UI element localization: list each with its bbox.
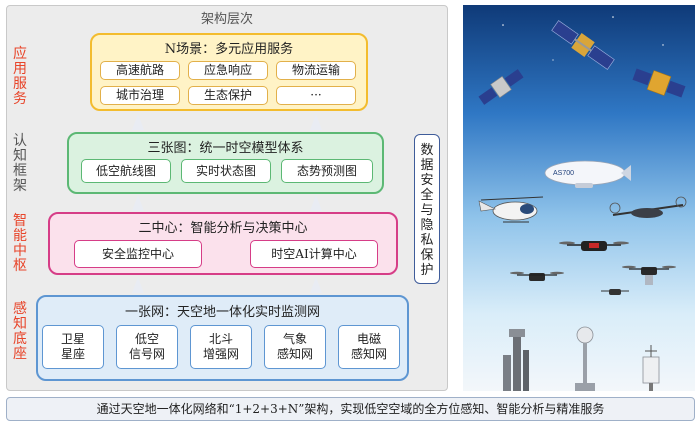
security-char: 私 bbox=[420, 232, 434, 248]
drone-icon bbox=[510, 271, 564, 281]
security-char: 与 bbox=[420, 202, 434, 218]
network-label: 感知网 bbox=[350, 347, 387, 361]
layer-cognition: 三张图：统一时空模型体系 低空航线图 实时状态图 态势预测图 bbox=[67, 132, 384, 194]
sky-scene-image: AS700 bbox=[463, 5, 695, 391]
side-label-hub: 智能中枢 bbox=[12, 214, 28, 274]
security-char: 据 bbox=[420, 157, 434, 173]
airship-icon: AS700 bbox=[544, 160, 631, 188]
scenario-box: 生态保护 bbox=[188, 86, 268, 105]
security-char: 安 bbox=[420, 172, 434, 188]
drone-icon bbox=[559, 241, 629, 251]
evtol-icon bbox=[609, 196, 687, 218]
map-box: 态势预测图 bbox=[281, 159, 373, 183]
network-label: 感知网 bbox=[276, 347, 313, 361]
panel-title: 架构层次 bbox=[200, 12, 253, 27]
network-label: 北斗 bbox=[208, 332, 233, 346]
side-label-app: 应用服务 bbox=[12, 47, 28, 107]
network-box: 电磁 感知网 bbox=[338, 325, 400, 369]
satellite-icon bbox=[632, 68, 686, 98]
helicopter-icon bbox=[478, 196, 544, 223]
map-box: 低空航线图 bbox=[81, 159, 171, 183]
network-label: 电磁 bbox=[356, 332, 381, 346]
side-label-text: 认知框架 bbox=[13, 133, 27, 194]
up-arrow-icon bbox=[132, 195, 144, 211]
security-char: 数 bbox=[420, 142, 434, 158]
network-box: 卫星 星座 bbox=[42, 325, 104, 369]
satellite-icon bbox=[551, 20, 615, 70]
network-label: 信号网 bbox=[128, 347, 165, 361]
scenario-box: ··· bbox=[276, 86, 356, 105]
center-box: 时空AI计算中心 bbox=[250, 240, 378, 268]
caption-bar: 通过天空地一体化网络和“1+2+3+N”架构，实现低空空域的全方位感知、智能分析… bbox=[6, 397, 695, 421]
network-box: 北斗 增强网 bbox=[190, 325, 252, 369]
layer-title: 三张图：统一时空模型体系 bbox=[147, 141, 304, 156]
layer-title: 一张网：天空地一体化实时监测网 bbox=[124, 305, 320, 320]
radar-dome-icon bbox=[575, 326, 595, 391]
scenario-box: 物流运输 bbox=[276, 61, 356, 80]
drone-icon bbox=[601, 289, 629, 295]
up-arrow-icon bbox=[132, 277, 144, 293]
scenario-box: 高速航路 bbox=[100, 61, 180, 80]
drone-icon bbox=[622, 265, 676, 285]
side-label-base: 感知底座 bbox=[12, 302, 28, 362]
data-security-box: 数 据 安 全 与 隐 私 保 护 bbox=[414, 134, 440, 284]
layer-title: 二中心：智能分析与决策中心 bbox=[138, 221, 308, 236]
network-label: 低空 bbox=[134, 332, 159, 346]
up-arrow-icon bbox=[132, 114, 144, 130]
center-box: 安全监控中心 bbox=[74, 240, 202, 268]
security-char: 隐 bbox=[420, 217, 434, 233]
scenario-box: 应急响应 bbox=[188, 61, 268, 80]
network-box: 气象 感知网 bbox=[264, 325, 326, 369]
security-char: 全 bbox=[420, 187, 434, 203]
up-arrow-icon bbox=[310, 114, 322, 130]
airship-label: AS700 bbox=[553, 170, 574, 177]
side-label-text: 智能中枢 bbox=[13, 213, 27, 274]
layer-application: N场景：多元应用服务 高速航路 应急响应 物流运输 城市治理 生态保护 ··· bbox=[90, 33, 368, 111]
map-box: 实时状态图 bbox=[181, 159, 271, 183]
security-char: 保 bbox=[420, 247, 434, 263]
network-label: 星座 bbox=[60, 347, 85, 361]
up-arrow-icon bbox=[310, 277, 322, 293]
network-label: 气象 bbox=[282, 332, 307, 346]
signal-tower-icon bbox=[503, 329, 529, 391]
sensor-station-icon bbox=[642, 345, 660, 391]
layer-title: N场景：多元应用服务 bbox=[164, 42, 294, 57]
network-label: 增强网 bbox=[202, 347, 239, 361]
side-label-text: 感知底座 bbox=[13, 301, 27, 362]
network-label: 卫星 bbox=[60, 332, 85, 346]
scenario-box: 城市治理 bbox=[100, 86, 180, 105]
satellite-icon bbox=[478, 69, 524, 105]
layer-hub: 二中心：智能分析与决策中心 安全监控中心 时空AI计算中心 bbox=[48, 212, 398, 275]
layer-base: 一张网：天空地一体化实时监测网 卫星 星座 低空 信号网 北斗 增强网 气象 感… bbox=[36, 295, 409, 381]
side-label-cognition: 认知框架 bbox=[12, 134, 28, 194]
security-char: 护 bbox=[420, 262, 434, 278]
sky-illustration: AS700 bbox=[463, 5, 695, 391]
up-arrow-icon bbox=[310, 195, 322, 211]
side-label-text: 应用服务 bbox=[13, 46, 27, 107]
network-box: 低空 信号网 bbox=[116, 325, 178, 369]
